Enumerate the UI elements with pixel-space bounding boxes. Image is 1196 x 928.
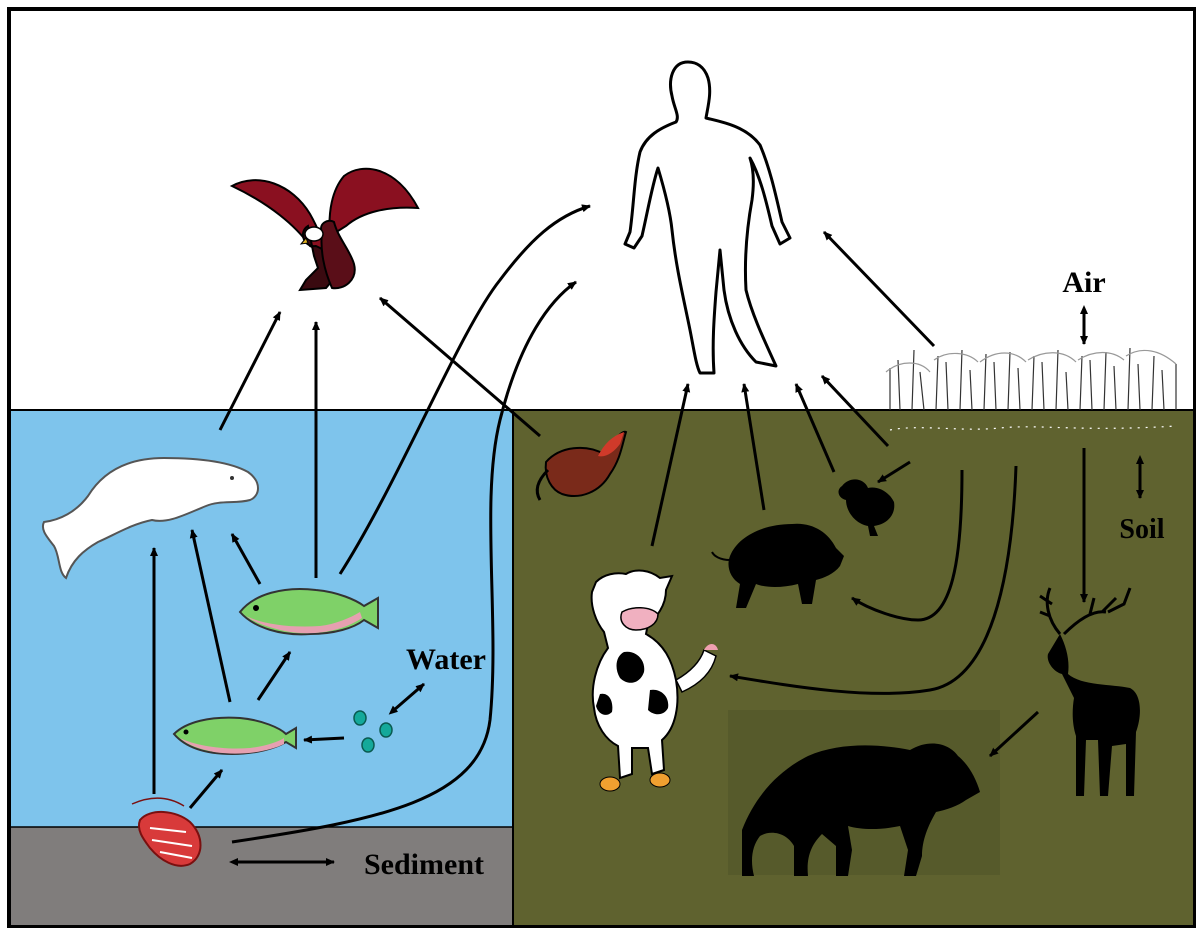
sediment-label: Sediment bbox=[364, 848, 484, 881]
arrow-plankton-to-small-fish bbox=[304, 738, 344, 740]
water-label: Water bbox=[406, 643, 486, 676]
soil-label: Soil bbox=[1119, 514, 1164, 545]
air-label: Air bbox=[1062, 266, 1105, 299]
